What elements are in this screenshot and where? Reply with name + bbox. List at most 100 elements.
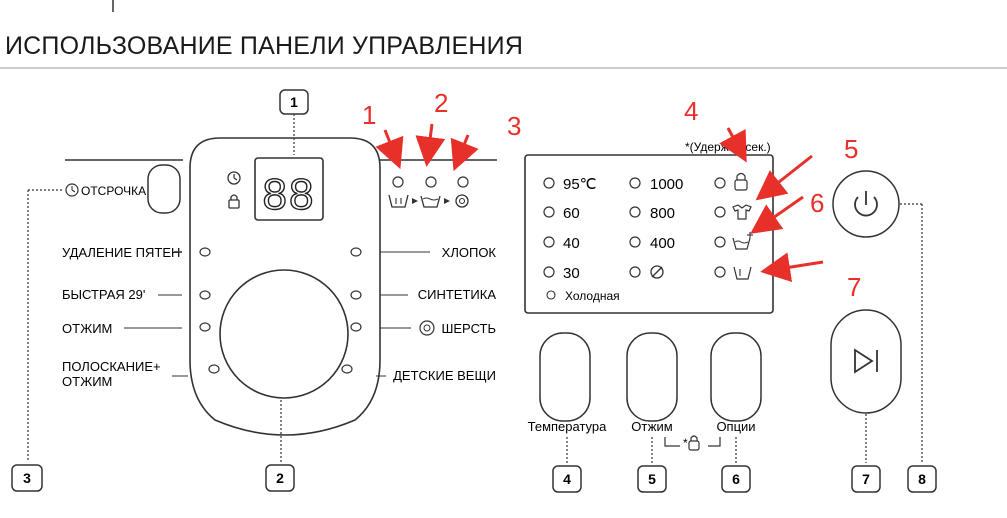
program-stain-removal: УДАЛЕНИЕ ПЯТЕН <box>62 245 180 260</box>
led-spin <box>199 322 211 332</box>
delay-timer-icon <box>65 183 79 197</box>
callout-4: 4 <box>563 471 571 487</box>
temperature-button[interactable] <box>539 332 591 422</box>
red-number-3: 3 <box>507 111 521 141</box>
child-lock-icon <box>228 194 240 209</box>
digital-display <box>254 157 324 221</box>
delay-button-label: ОТСРОЧКА <box>81 184 146 198</box>
stage-arrow-1 <box>412 198 418 204</box>
callout-1: 1 <box>290 94 298 110</box>
temp-30: 30 <box>563 265 580 282</box>
spin-button-label: Отжим <box>631 419 672 434</box>
child-lock-option-icon <box>734 172 748 191</box>
callout-5-box <box>637 465 667 493</box>
wool-icon <box>419 320 435 336</box>
options-button[interactable] <box>710 332 762 422</box>
callout-5: 5 <box>648 471 656 487</box>
temp-cold: Холодная <box>565 289 620 303</box>
spin-800: 800 <box>650 205 675 222</box>
led-synthetics <box>350 290 362 300</box>
delay-button[interactable] <box>147 164 181 214</box>
callout-2-box <box>265 464 295 492</box>
red-arrow-5 <box>755 154 813 201</box>
display-digits: 88 <box>263 170 316 219</box>
callout-6-box <box>721 465 751 493</box>
led-no-spin <box>629 266 641 278</box>
red-number-5: 5 <box>844 134 858 164</box>
callout-8-box <box>907 465 937 493</box>
spin-button[interactable] <box>626 332 678 422</box>
start-pause-button[interactable] <box>830 309 902 414</box>
led-extra-rinse <box>714 236 726 248</box>
extra-rinse-icon <box>732 232 753 250</box>
lock-bracket-right <box>708 437 721 447</box>
led-baby-care <box>341 364 353 374</box>
program-wool: ШЕРСТЬ <box>441 321 496 336</box>
led-child-lock <box>714 177 726 189</box>
led-temp-95 <box>543 177 555 189</box>
red-arrow-1 <box>375 129 404 170</box>
led-spin-1000 <box>629 177 641 189</box>
combo-lock-icon <box>688 435 700 451</box>
temp-95: 95℃ <box>563 176 597 193</box>
no-spin-icon <box>650 265 664 279</box>
power-icon <box>854 191 878 217</box>
red-arrow-2 <box>415 123 446 167</box>
led-spin-400 <box>629 236 641 248</box>
program-quick-29: БЫСТРАЯ 29' <box>62 287 145 302</box>
led-wash-stage <box>392 176 404 188</box>
led-temp-cold <box>546 290 556 300</box>
stage-arrow-2 <box>444 198 450 204</box>
red-number-4: 4 <box>684 96 698 126</box>
program-rinse-spin-1: ПОЛОСКАНИЕ+ <box>62 359 161 374</box>
red-number-6: 6 <box>810 188 824 218</box>
settings-panel <box>524 154 774 314</box>
options-button-label: Опции <box>716 419 755 434</box>
led-prewash <box>714 266 726 278</box>
led-quick-29 <box>199 290 211 300</box>
led-rinse-spin <box>208 364 220 374</box>
rinse-stage-icon <box>420 195 441 208</box>
program-dial[interactable] <box>219 269 349 399</box>
program-spin: ОТЖИМ <box>62 321 112 336</box>
red-arrow-3 <box>450 134 479 172</box>
prewash-icon <box>733 266 752 280</box>
red-number-1: 1 <box>362 100 376 130</box>
program-synthetics: СИНТЕТИКА <box>418 287 497 302</box>
led-rinse-stage <box>425 176 437 188</box>
delay-clock-icon <box>227 171 241 185</box>
program-cotton: ХЛОПОК <box>442 245 497 260</box>
callout-4-box <box>552 465 582 493</box>
led-spin-stage <box>457 176 469 188</box>
page-title: ИСПОЛЬЗОВАНИЕ ПАНЕЛИ УПРАВЛЕНИЯ <box>5 32 524 60</box>
program-rinse-spin-2: ОТЖИМ <box>62 374 112 389</box>
program-baby-care: ДЕТСКИЕ ВЕЩИ <box>393 368 496 383</box>
easy-iron-icon <box>732 204 752 220</box>
red-number-2: 2 <box>434 88 448 118</box>
led-temp-60 <box>543 206 555 218</box>
led-temp-30 <box>543 266 555 278</box>
red-arrow-6 <box>750 195 804 234</box>
spin-stage-icon <box>455 194 469 208</box>
callout-6: 6 <box>732 471 740 487</box>
led-wool <box>350 322 362 332</box>
temp-40: 40 <box>563 235 580 252</box>
lock-bracket-left <box>664 437 680 447</box>
led-cotton <box>350 247 362 257</box>
callout-7: 7 <box>862 471 870 487</box>
hold-note: *(Удерж. 3 сек.) <box>685 140 771 154</box>
callout-8: 8 <box>918 471 926 487</box>
callout-3-box <box>11 464 43 492</box>
led-spin-800 <box>629 206 641 218</box>
led-temp-40 <box>543 236 555 248</box>
callout-3: 3 <box>23 470 31 486</box>
wash-stage-icon <box>388 194 409 208</box>
led-easy-iron <box>714 206 726 218</box>
red-arrow-4 <box>719 127 747 163</box>
spin-400: 400 <box>650 235 675 252</box>
callout-7-box <box>851 465 881 493</box>
spin-1000: 1000 <box>650 176 683 193</box>
red-number-7: 7 <box>847 272 861 302</box>
